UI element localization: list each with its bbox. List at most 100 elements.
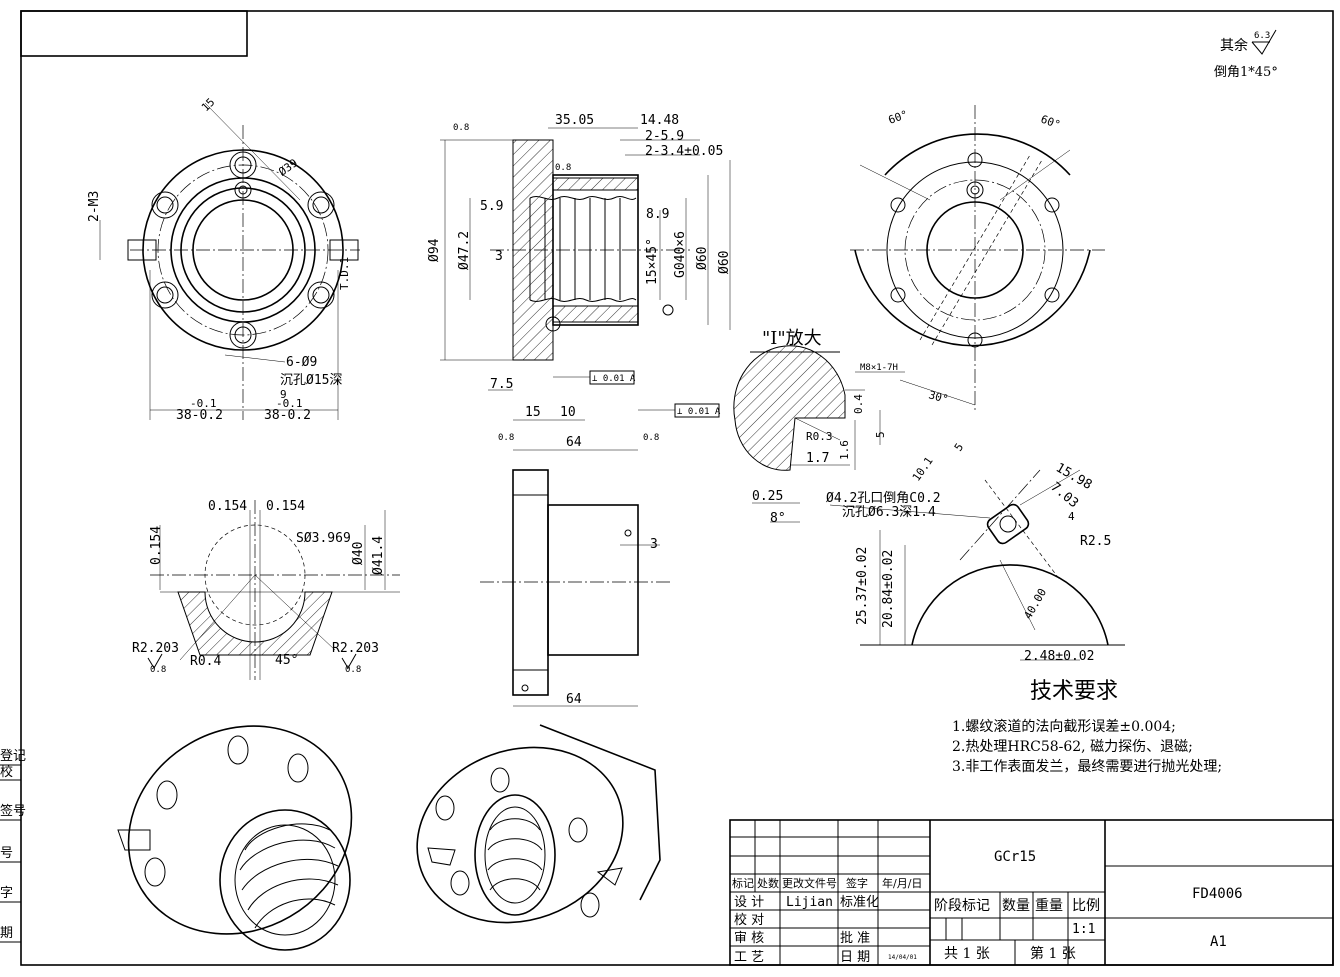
roughness-symbol-icon	[1251, 29, 1277, 55]
svg-text:5: 5	[952, 441, 966, 454]
designer-name: Lijian	[786, 895, 833, 910]
svg-text:64: 64	[566, 435, 582, 450]
svg-text:25.37±0.02: 25.37±0.02	[855, 547, 870, 625]
svg-text:3: 3	[650, 537, 658, 552]
svg-text:⊥ 0.01 A: ⊥ 0.01 A	[677, 407, 721, 417]
margin-label-5: 字	[0, 886, 13, 901]
svg-text:38-0.2: 38-0.2	[176, 408, 223, 423]
iso-view-left	[117, 725, 353, 951]
svg-text:比例: 比例	[1072, 898, 1100, 914]
hole-detail: Ø4.2孔口倒角C0.2 沉孔Ø6.3深1.4 5 10.1 15.98 7.0…	[826, 441, 1125, 664]
flange-holes	[151, 151, 335, 349]
svg-text:SØ3.969: SØ3.969	[296, 531, 351, 546]
svg-text:年/月/日: 年/月/日	[882, 876, 922, 890]
svg-text:更改文件号: 更改文件号	[782, 876, 837, 890]
material-label: GCr15	[994, 849, 1036, 865]
svg-text:Ø60: Ø60	[717, 251, 732, 274]
svg-text:8°: 8°	[770, 511, 786, 526]
svg-text:第 1 张: 第 1 张	[1030, 945, 1076, 962]
svg-text:Ø94: Ø94	[427, 238, 442, 262]
detail-i: "I"放大 R0.3 1.7 0.25 8° 0.4 1.6 5	[733, 328, 887, 526]
svg-text:校 对: 校 对	[734, 912, 764, 928]
svg-text:35.05: 35.05	[555, 113, 594, 128]
drawing-border	[20, 10, 1334, 966]
svg-text:R2.5: R2.5	[1080, 534, 1111, 549]
svg-text:1:1: 1:1	[1072, 922, 1095, 937]
svg-text:60°: 60°	[887, 108, 910, 127]
svg-text:R2.203: R2.203	[332, 641, 379, 656]
svg-text:R2.203: R2.203	[132, 641, 179, 656]
svg-text:3: 3	[495, 249, 503, 264]
svg-text:2-M3: 2-M3	[87, 191, 102, 222]
svg-text:批 准: 批 准	[840, 931, 870, 946]
tech-req-title: 技术要求	[1030, 679, 1118, 704]
svg-text:6.3: 6.3	[1254, 31, 1270, 41]
front-view: 2-M3 15 Ø39 T.D.1 6-Ø9 沉孔Ø15深 9 -0.1 38-…	[87, 96, 360, 423]
right-view: 60° 60° 30° M8×1-7H	[850, 105, 1105, 410]
svg-text:2.48±0.02: 2.48±0.02	[1024, 649, 1094, 664]
svg-text:64: 64	[566, 692, 582, 707]
svg-text:0.8: 0.8	[498, 433, 514, 443]
svg-text:7.5: 7.5	[490, 377, 513, 392]
margin-label-6: 期	[0, 926, 13, 941]
svg-text:-0.1: -0.1	[190, 397, 217, 410]
svg-text:重量: 重量	[1035, 898, 1063, 914]
svg-text:2-5.9: 2-5.9	[645, 129, 684, 144]
svg-text:4: 4	[1068, 510, 1075, 523]
svg-text:M8×1-7H: M8×1-7H	[860, 363, 898, 373]
svg-text:15×45°: 15×45°	[645, 238, 660, 285]
margin-label-1: 登记	[0, 749, 26, 764]
svg-text:日 期: 日 期	[840, 950, 870, 965]
svg-text:1.6: 1.6	[838, 440, 851, 460]
svg-text:标记: 标记	[732, 876, 754, 890]
svg-text:8.9: 8.9	[646, 207, 669, 222]
svg-text:5.9: 5.9	[480, 199, 503, 214]
svg-text:60°: 60°	[1039, 113, 1062, 132]
svg-text:0.25: 0.25	[752, 489, 783, 504]
profile-view: 0.154 0.154 0.154 SØ3.969 Ø40 Ø41.4 R2.2…	[132, 499, 400, 680]
svg-text:15: 15	[199, 96, 218, 115]
iso-view-right	[416, 724, 661, 924]
svg-text:14.48: 14.48	[640, 113, 679, 128]
svg-text:9: 9	[280, 388, 287, 401]
margin-label-4: 号	[0, 846, 13, 861]
surface-note: 其余 6.3 倒角1*45°	[1214, 29, 1278, 80]
side-view: 64 3	[480, 469, 670, 707]
svg-text:0.8: 0.8	[643, 433, 659, 443]
margin-label-2: 校	[0, 764, 13, 780]
svg-text:0.8: 0.8	[150, 665, 166, 675]
svg-text:0.8: 0.8	[345, 665, 361, 675]
svg-text:标准化: 标准化	[840, 895, 879, 910]
sheet-size: A1	[1210, 934, 1227, 950]
svg-text:0.4: 0.4	[852, 394, 865, 414]
svg-text:45°: 45°	[275, 653, 298, 668]
svg-text:10: 10	[560, 405, 576, 420]
tech-req-item-1: 1.螺纹滚道的法向截形误差±0.004;	[952, 718, 1176, 735]
margin-label-3: 签号	[0, 803, 26, 819]
svg-text:R0.4: R0.4	[190, 654, 221, 669]
svg-text:0.8: 0.8	[555, 163, 571, 173]
svg-text:审 核: 审 核	[734, 931, 764, 946]
svg-text:R0.3: R0.3	[806, 430, 833, 443]
svg-text:T.D.1: T.D.1	[338, 257, 351, 290]
svg-text:2-3.4±0.05: 2-3.4±0.05	[645, 144, 723, 159]
tech-req-item-3: 3.非工作表面发兰，最终需要进行抛光处理;	[952, 759, 1222, 775]
svg-text:数量: 数量	[1002, 898, 1030, 914]
svg-text:Ø60: Ø60	[695, 247, 710, 270]
svg-text:处数: 处数	[757, 877, 779, 890]
svg-text:10.1: 10.1	[910, 455, 936, 484]
svg-text:Ø41.4: Ø41.4	[371, 536, 386, 575]
svg-text:Ø4.2孔口倒角C0.2: Ø4.2孔口倒角C0.2	[826, 491, 941, 506]
svg-text:工 艺: 工 艺	[734, 950, 764, 965]
svg-text:15: 15	[525, 405, 541, 420]
svg-text:6-Ø9: 6-Ø9	[286, 355, 317, 370]
svg-text:Ø40: Ø40	[351, 542, 366, 565]
svg-text:阶段标记: 阶段标记	[934, 898, 990, 914]
detail-title: "I"放大	[762, 328, 822, 349]
svg-text:⊥ 0.01 A: ⊥ 0.01 A	[592, 374, 636, 384]
svg-text:5: 5	[874, 431, 887, 438]
part-number: FD4006	[1192, 886, 1243, 902]
svg-text:0.8: 0.8	[453, 123, 469, 133]
svg-text:0.154: 0.154	[208, 499, 247, 514]
